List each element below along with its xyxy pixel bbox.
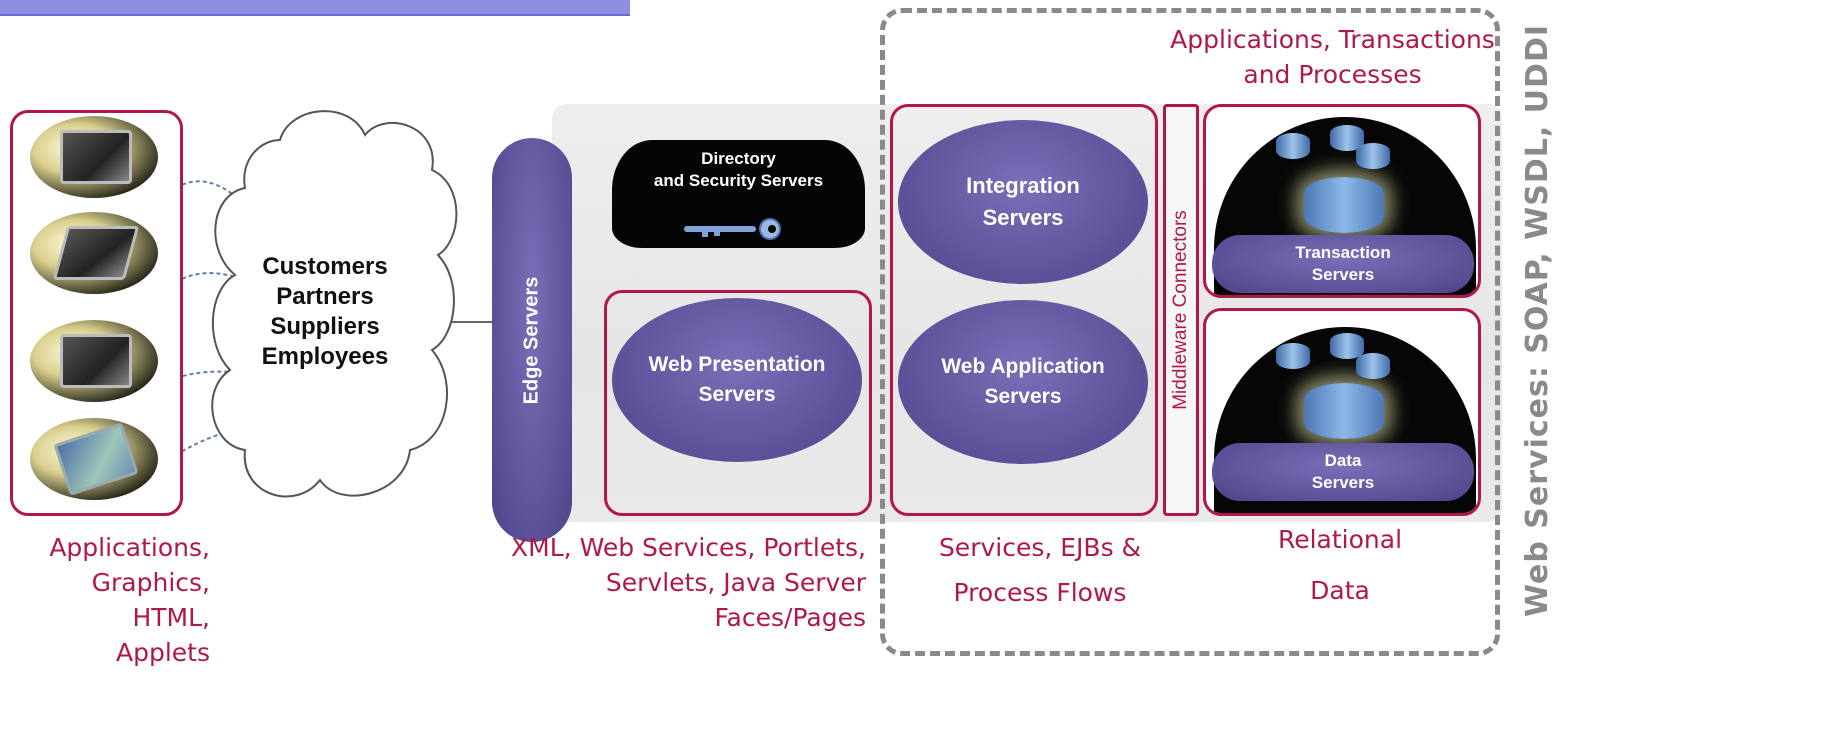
services-caption-line-2: Process Flows	[953, 578, 1127, 607]
clients-caption: Applications, Graphics, HTML, Applets	[40, 530, 210, 670]
backend-caption-line-1: Applications, Transactions	[1170, 25, 1495, 54]
users-cloud	[211, 110, 458, 498]
database-icon	[1356, 353, 1390, 379]
backend-caption-line-2: and Processes	[1243, 60, 1422, 89]
edge-servers-label: Edge Servers	[520, 276, 543, 404]
web-services-label-wrap: Web Services: SOAP, WSDL, UDDI	[1508, 0, 1568, 640]
data-caption: Relational Data	[1240, 522, 1440, 608]
web-services-label: Web Services: SOAP, WSDL, UDDI	[1520, 23, 1556, 617]
web-presentation-line-2: Servers	[698, 383, 776, 406]
services-caption-line-1: Services, EJBs &	[938, 533, 1142, 562]
top-banner	[0, 0, 630, 16]
data-caption-line-2: Data	[1310, 576, 1370, 605]
transaction-servers-label: Transaction Servers	[1212, 235, 1474, 293]
cloud-label-customers: Customers	[262, 253, 388, 280]
database-icon	[1330, 333, 1364, 359]
database-icon	[1304, 383, 1384, 439]
web-services-boundary	[880, 8, 1500, 656]
cloud-labels: Customers Partners Suppliers Employees	[225, 252, 425, 372]
data-servers-line-2: Servers	[1311, 473, 1375, 492]
directory-security-servers: Directory and Security Servers	[612, 140, 865, 248]
transaction-servers-box: Transaction Servers	[1203, 104, 1481, 298]
link-arrow-2	[175, 272, 233, 283]
presentation-caption-line-2: Servlets, Java Server Faces/Pages	[605, 568, 866, 632]
database-icon	[1276, 133, 1310, 159]
middleware-connectors-label: Middleware Connectors	[1170, 210, 1191, 410]
middleware-connectors-box	[1163, 104, 1199, 516]
clients-caption-line: Applications,	[49, 533, 210, 562]
web-application-line-2: Servers	[984, 385, 1062, 408]
data-servers-box: Data Servers	[1203, 308, 1481, 516]
key-icon	[684, 218, 781, 240]
clients-caption-line: Graphics,	[91, 568, 210, 597]
pda-icon	[30, 418, 158, 500]
presentation-caption-line-1: XML, Web Services, Portlets,	[511, 533, 866, 562]
backend-caption: Applications, Transactions and Processes	[1170, 22, 1495, 92]
integration-servers: Integration Servers	[898, 120, 1148, 284]
directory-line-2: and Security Servers	[653, 171, 824, 190]
directory-line-1: Directory	[701, 149, 776, 168]
application-tier-box	[890, 104, 1158, 516]
cloud-label-employees: Employees	[261, 343, 389, 370]
data-servers-line-1: Data	[1324, 451, 1362, 470]
web-presentation-servers: Web Presentation Servers	[612, 298, 862, 462]
link-arrow-1	[175, 180, 241, 201]
data-caption-line-1: Relational	[1277, 525, 1403, 554]
clients-caption-line: HTML, Applets	[116, 603, 210, 667]
presentation-caption: XML, Web Services, Portlets, Servlets, J…	[480, 530, 866, 635]
desktop-computer-icon	[30, 116, 158, 198]
web-presentation-line-1: Web Presentation	[648, 353, 826, 376]
transaction-servers-line-1: Transaction	[1295, 243, 1391, 262]
data-servers-label: Data Servers	[1212, 443, 1474, 501]
laptop-icon	[30, 212, 158, 294]
transaction-servers-line-2: Servers	[1311, 265, 1375, 284]
edge-servers-label-wrap: Edge Servers	[492, 138, 572, 542]
integration-line-1: Integration	[966, 173, 1080, 198]
cloud-label-partners: Partners	[276, 283, 374, 310]
integration-line-2: Servers	[982, 205, 1064, 230]
web-presentation-box	[604, 290, 872, 516]
web-application-line-1: Web Application	[941, 355, 1105, 378]
middleware-label-wrap: Middleware Connectors	[1163, 104, 1199, 516]
services-caption: Services, EJBs & Process Flows	[900, 530, 1180, 610]
web-application-servers: Web Application Servers	[898, 300, 1148, 464]
database-icon	[1356, 143, 1390, 169]
cloud-label-suppliers: Suppliers	[270, 313, 380, 340]
edge-servers-bar	[492, 138, 572, 542]
database-icon	[1304, 177, 1384, 233]
database-icon	[1276, 343, 1310, 369]
desktop-computer-icon	[30, 320, 158, 402]
